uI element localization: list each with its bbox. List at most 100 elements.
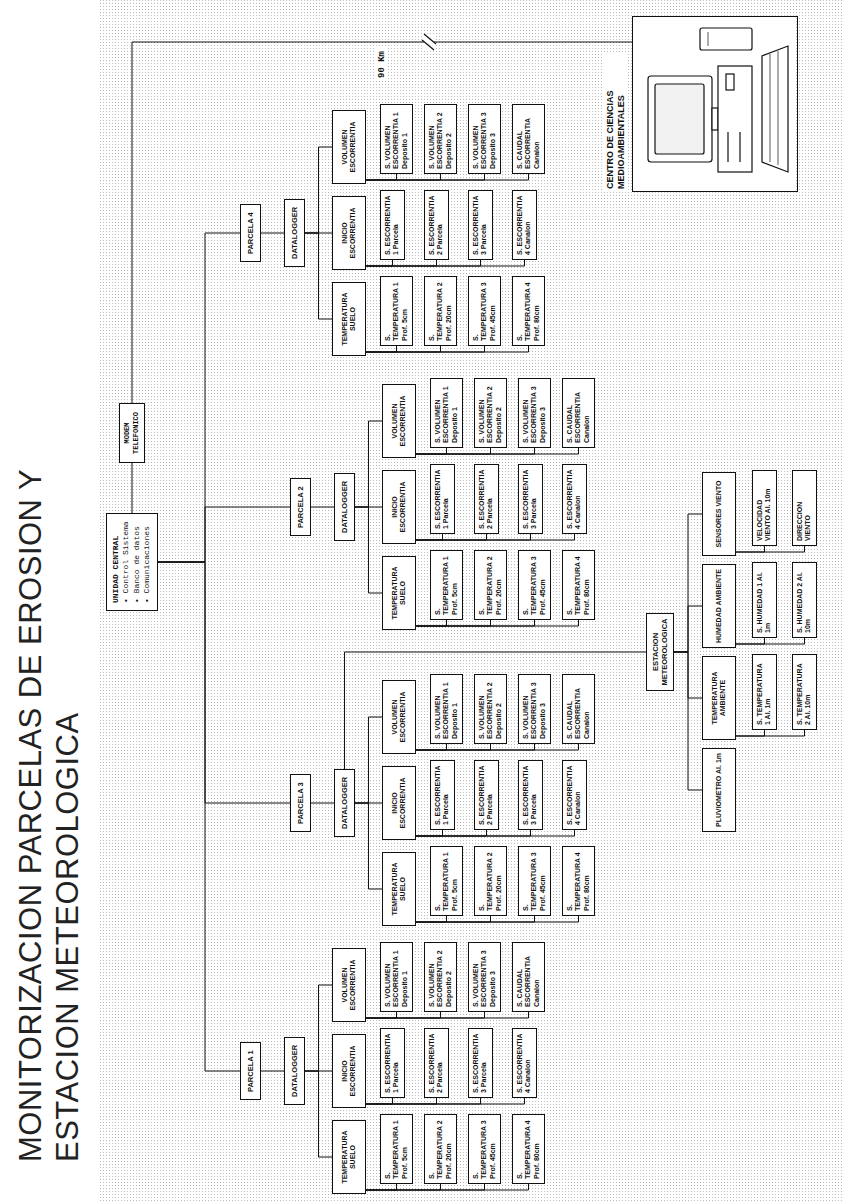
node-text: VOLUMEN ESCORRENTIA — [341, 952, 358, 1018]
datalogger-box: DATALOGGER — [334, 473, 355, 541]
connector-line — [416, 534, 443, 540]
category-box: VOLUMEN ESCORRENTIA — [332, 948, 366, 1022]
node-text: S. CAUDAL ESCORRENTIA Canalon — [566, 383, 591, 443]
sensor-box: S. VOLUMEN ESCORRENTIA 1 Deposito 1 — [380, 104, 413, 174]
sensor-box: S. CAUDAL ESCORRENTIA Canalon — [562, 378, 595, 448]
node-text: S. TEMPERATURA 4 Prof. 80cm — [566, 851, 591, 911]
sensor-box: S. VOLUMEN ESCORRENTIA 1 Deposito 1 — [430, 378, 463, 448]
connector-line — [416, 916, 447, 922]
stipple-area — [100, 0, 843, 1202]
sensor-box: S. HUMEDAD 2 Al. 10m — [792, 562, 817, 638]
sensor-box: S. ESCORRENTIA 1 Parcela — [430, 760, 455, 830]
connector-line — [416, 830, 443, 836]
connector-line — [416, 744, 535, 750]
connector-line — [416, 916, 491, 922]
connector-line — [366, 346, 485, 352]
connector-line — [366, 174, 529, 180]
category-box: INICIO ESCORRENTIA — [382, 470, 416, 544]
connector-line — [366, 174, 397, 180]
connector-line — [416, 448, 579, 454]
datalogger-box: DATALOGGER — [334, 769, 355, 837]
node-text: S. VOLUMEN ESCORRENTIA 1 Deposito 1 — [434, 679, 459, 739]
node-text: ESTACION METEOROLOGICA — [651, 618, 669, 686]
sensor-box: S. TEMPERATURA 2 Prof. 20cm — [424, 1114, 457, 1184]
connector-line — [416, 830, 487, 836]
node-text: PARCELA 1 — [246, 1050, 255, 1092]
sensor-box: S. TEMPERATURA 3 Prof. 45cm — [468, 276, 501, 346]
connector-line — [366, 346, 529, 352]
sensor-box: S. TEMPERATURA 4 Prof. 80cm — [512, 1114, 545, 1184]
category-box: VOLUMEN ESCORRENTIA — [382, 680, 416, 754]
node-text: PARCELA 4 — [246, 212, 255, 254]
connector-line — [416, 448, 535, 454]
category-box: TEMPERATURA SUELO — [382, 852, 416, 926]
node-text: S. ESCORRENTIA 3 Parcela — [472, 195, 489, 255]
connector-line — [261, 1071, 284, 1072]
sensor-box: S. ESCORRENTIA 3 Parcela — [518, 760, 543, 830]
node-text: S. ESCORRENTIA 1 Parcela — [384, 1033, 401, 1093]
node-text: S. TEMPERATURA 1 Prof. 5cm — [384, 1119, 409, 1179]
connector-line — [355, 421, 382, 507]
sensor-box: S. VOLUMEN ESCORRENTIA 3 Deposito 3 — [518, 378, 551, 448]
connector-line — [416, 620, 535, 626]
connector-line — [366, 1184, 397, 1190]
break-mark — [422, 34, 436, 50]
sensor-box: S. ESCORRENTIA 4 Canalon — [562, 464, 587, 534]
sensor-box: S. HUMEDAD 1 Al. 1m — [752, 562, 777, 638]
node-text: S. TEMPERATURA 4 Prof. 80cm — [516, 1119, 541, 1179]
sensor-box: S. TEMPERATURA 3 Prof. 45cm — [518, 846, 551, 916]
node-text: S. TEMPERATURA 3 Prof. 45cm — [472, 1119, 497, 1179]
sensor-box: S. CAUDAL ESCORRENTIA Canalon — [512, 942, 545, 1012]
sensor-box: S. TEMPERATURA 3 Prof. 45cm — [518, 550, 551, 620]
datalogger-box: DATALOGGER — [284, 1037, 305, 1105]
sensor-box: S. VOLUMEN ESCORRENTIA 2 Deposito 2 — [474, 378, 507, 448]
sensor-box: S. ESCORRENTIA 1 Parcela — [430, 464, 455, 534]
sensor-box: S. ESCORRENTIA 4 Canalon — [512, 1028, 537, 1098]
node-text: DATALOGGER — [340, 777, 349, 829]
connector-line — [366, 1012, 485, 1018]
sensor-box: S. TEMPERATURA 2 Prof. 20cm — [474, 846, 507, 916]
sensor-box: S. ESCORRENTIA 2 Parcela — [424, 190, 449, 260]
connector-line — [736, 730, 765, 736]
node-text: INICIO ESCORRENTIA — [341, 200, 358, 266]
node-text: S. VOLUMEN ESCORRENTIA 3 Deposito 3 — [522, 383, 547, 443]
node-text: S. VOLUMEN ESCORRENTIA 3 Deposito 3 — [472, 947, 497, 1007]
connector-line — [736, 730, 805, 736]
node-text: INICIO ESCORRENTIA — [391, 770, 408, 836]
sensor-box: S. ESCORRENTIA 1 Parcela — [380, 1028, 405, 1098]
node-text: S. TEMPERATURA 2 Prof. 20cm — [428, 281, 453, 341]
connector-line — [305, 233, 332, 319]
node-text: PARCELA 3 — [296, 782, 305, 824]
connector-line — [355, 803, 382, 889]
category-box: TEMPERATURA AMBIENTE — [702, 656, 736, 740]
sensor-box: S. VOLUMEN ESCORRENTIA 3 Deposito 3 — [468, 942, 501, 1012]
node-text: S. TEMPERATURA 2 Al. 10m — [796, 659, 813, 725]
connector-line — [366, 346, 397, 352]
node-text: INICIO ESCORRENTIA — [391, 474, 408, 540]
category-box: INICIO ESCORRENTIA — [332, 1034, 366, 1108]
node-text: MODEM TELEFONICO — [123, 407, 141, 459]
node-text: S. VOLUMEN ESCORRENTIA 2 Deposito 2 — [428, 109, 453, 169]
connector-line — [366, 1098, 393, 1104]
connector-line — [674, 514, 702, 652]
category-box: TEMPERATURA SUELO — [382, 556, 416, 630]
connector-line — [311, 803, 334, 804]
node-text: S. ESCORRENTIA 1 Parcela — [434, 765, 451, 825]
distance-label: 90 Km — [376, 48, 388, 81]
node-text: HUMEDAD AMBIENTE — [715, 569, 723, 643]
sensor-box: S. TEMPERATURA 1 Prof. 5cm — [430, 846, 463, 916]
sensor-box: S. TEMPERATURA 1 Prof. 5cm — [380, 1114, 413, 1184]
connector-line — [416, 744, 579, 750]
sensor-box: S. VOLUMEN ESCORRENTIA 3 Deposito 3 — [518, 674, 551, 744]
node-text: S. ESCORRENTIA 2 Parcela — [478, 765, 495, 825]
connector-line — [366, 1012, 529, 1018]
central-unit-box: UNIDAD CENTRAL• Control Sistema• Banco d… — [106, 513, 158, 611]
connector-line — [366, 1184, 529, 1190]
sensor-box: S. ESCORRENTIA 3 Parcela — [468, 1028, 493, 1098]
plot-box: PARCELA 2 — [290, 478, 311, 536]
category-box: INICIO ESCORRENTIA — [382, 766, 416, 840]
node-text: S. VOLUMEN ESCORRENTIA 3 Deposito 3 — [522, 679, 547, 739]
node-text: S. TEMPERATURA 1 Al. 1m — [756, 659, 773, 725]
node-text: S. ESCORRENTIA 4 Canalon — [566, 765, 583, 825]
connector-line — [366, 1184, 485, 1190]
